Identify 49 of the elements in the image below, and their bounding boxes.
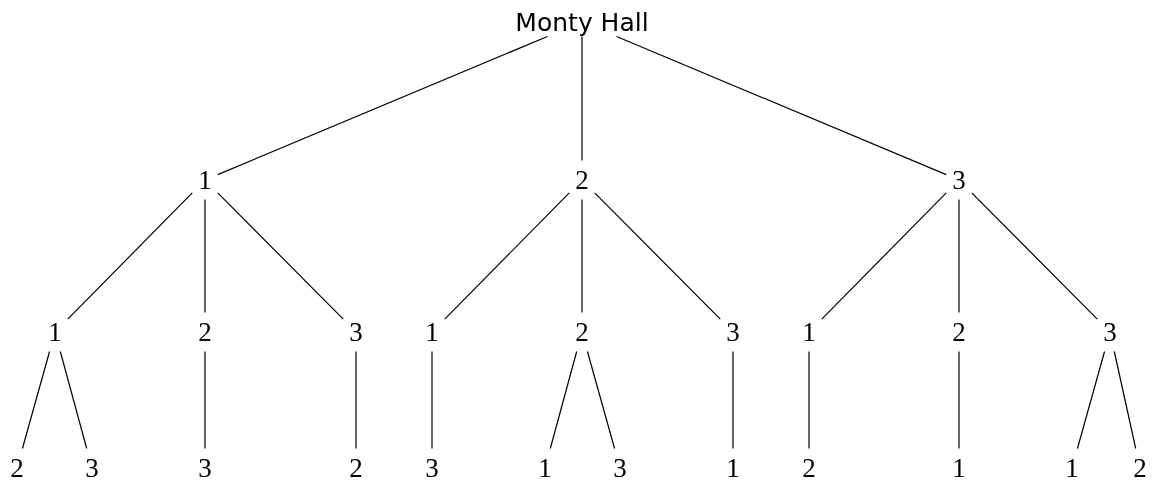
door-number: 3 [720,312,746,352]
door-number: 1 [720,448,746,488]
tree-branch [808,350,810,450]
tree-branch [67,192,193,320]
tree-branch [217,192,344,320]
tree-branch [204,350,206,450]
tree-branch [21,350,51,450]
tree-branch [958,198,960,314]
door-number: 2 [569,160,595,200]
door-number: 3 [192,448,218,488]
tree-branch [355,350,357,450]
tree-branch [821,192,947,320]
door-number: 1 [419,312,445,352]
tree-branch [444,192,570,320]
door-number: 3 [1097,312,1123,352]
door-number: 2 [4,448,30,488]
door-number: 2 [946,312,972,352]
tree-branch [616,35,947,176]
tree-branch [958,350,960,450]
door-number: 3 [946,160,972,200]
door-number: 1 [1059,448,1085,488]
tree-branch [581,198,583,314]
door-number: 2 [1127,448,1153,488]
door-number: 1 [532,448,558,488]
tree-root-label: Monty Hall [507,7,657,37]
door-number: 3 [419,448,445,488]
door-number: 2 [569,312,595,352]
door-number: 3 [79,448,105,488]
tree-branch [549,350,578,450]
door-number: 2 [796,448,822,488]
tree-branch [59,350,88,450]
tree-branch [971,192,1098,320]
door-number: 3 [343,312,369,352]
door-number: 1 [946,448,972,488]
tree-branch [217,35,548,176]
tree-branch [1076,350,1106,450]
door-number: 1 [192,160,218,200]
tree-branch [1113,350,1137,450]
tree-branch [204,198,206,314]
door-number: 1 [42,312,68,352]
door-number: 1 [796,312,822,352]
tree-branch [594,192,721,320]
door-number: 2 [192,312,218,352]
tree-branch [431,350,433,450]
tree-branch [586,350,616,450]
door-number: 3 [607,448,633,488]
tree-branch [581,35,583,162]
door-number: 2 [343,448,369,488]
tree-branch [732,350,734,450]
